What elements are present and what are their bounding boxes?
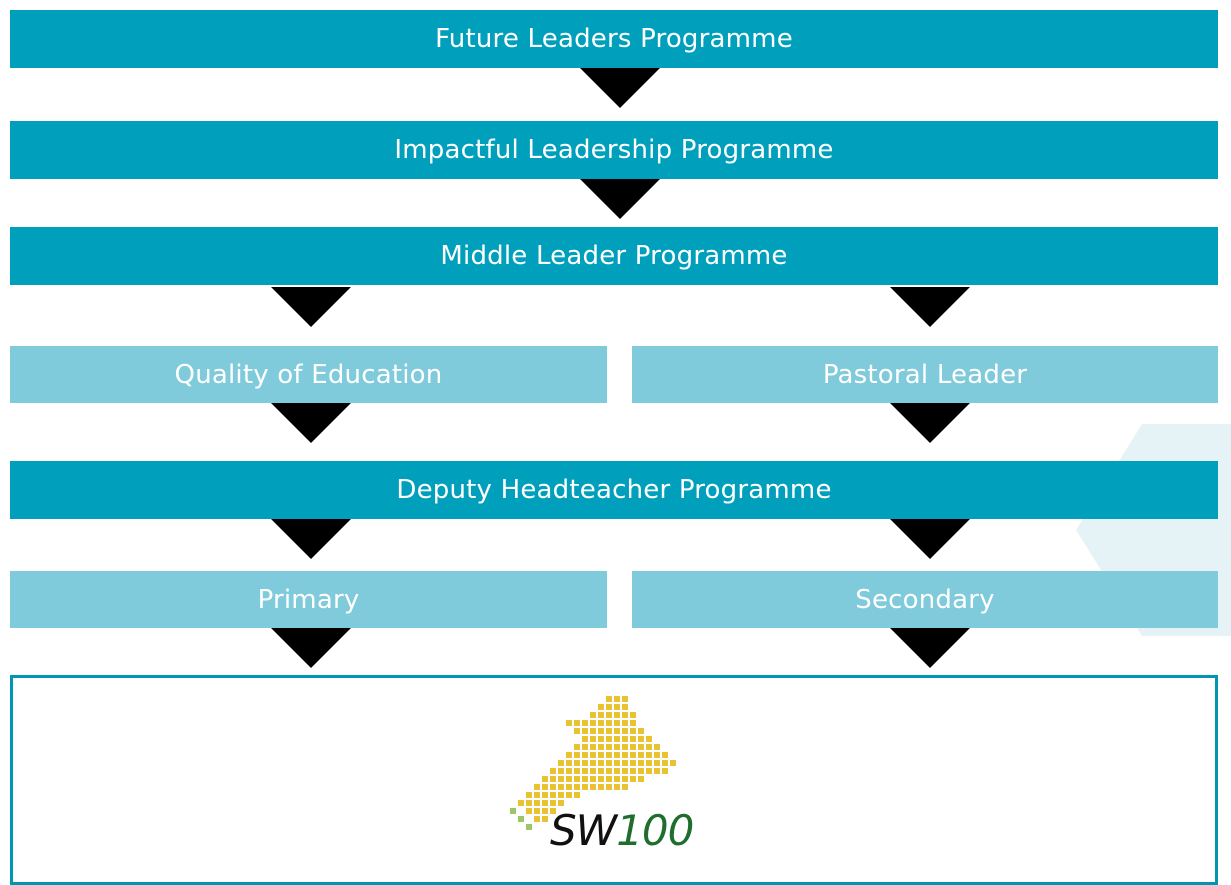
down-arrow-2 — [580, 179, 660, 219]
down-arrow-right-4 — [890, 628, 970, 668]
deputy-headteacher-programme-box: Deputy Headteacher Programme — [10, 461, 1218, 519]
down-arrow-right-3 — [890, 519, 970, 559]
deputy-headteacher-programme-label: Deputy Headteacher Programme — [396, 475, 832, 505]
secondary-box: Secondary — [632, 571, 1218, 628]
middle-leader-programme-box: Middle Leader Programme — [10, 227, 1218, 285]
pastoral-leader-box: Pastoral Leader — [632, 346, 1218, 403]
down-arrow-left-4 — [271, 628, 351, 668]
future-leaders-programme-box: Future Leaders Programme — [10, 10, 1218, 68]
sw100-logo-number: 100 — [616, 806, 694, 855]
sw100-logo-prefix: SW — [550, 806, 617, 855]
quality-of-education-box: Quality of Education — [10, 346, 607, 403]
impactful-leadership-programme-box: Impactful Leadership Programme — [10, 121, 1218, 179]
down-arrow-right-1 — [890, 287, 970, 327]
down-arrow-left-3 — [271, 519, 351, 559]
impactful-leadership-programme-label: Impactful Leadership Programme — [394, 135, 834, 165]
middle-leader-programme-label: Middle Leader Programme — [440, 241, 788, 271]
primary-label: Primary — [257, 584, 360, 615]
primary-box: Primary — [10, 571, 607, 628]
down-arrow-1 — [580, 68, 660, 108]
quality-of-education-label: Quality of Education — [174, 359, 443, 390]
down-arrow-left-2 — [271, 403, 351, 443]
down-arrow-right-2 — [890, 403, 970, 443]
sw100-logo-text: SW100 — [550, 806, 694, 855]
sw100-logo-map-icon — [510, 696, 676, 830]
down-arrow-left-1 — [271, 287, 351, 327]
pastoral-leader-label: Pastoral Leader — [822, 359, 1028, 390]
future-leaders-programme-label: Future Leaders Programme — [435, 24, 793, 54]
secondary-label: Secondary — [855, 584, 995, 615]
